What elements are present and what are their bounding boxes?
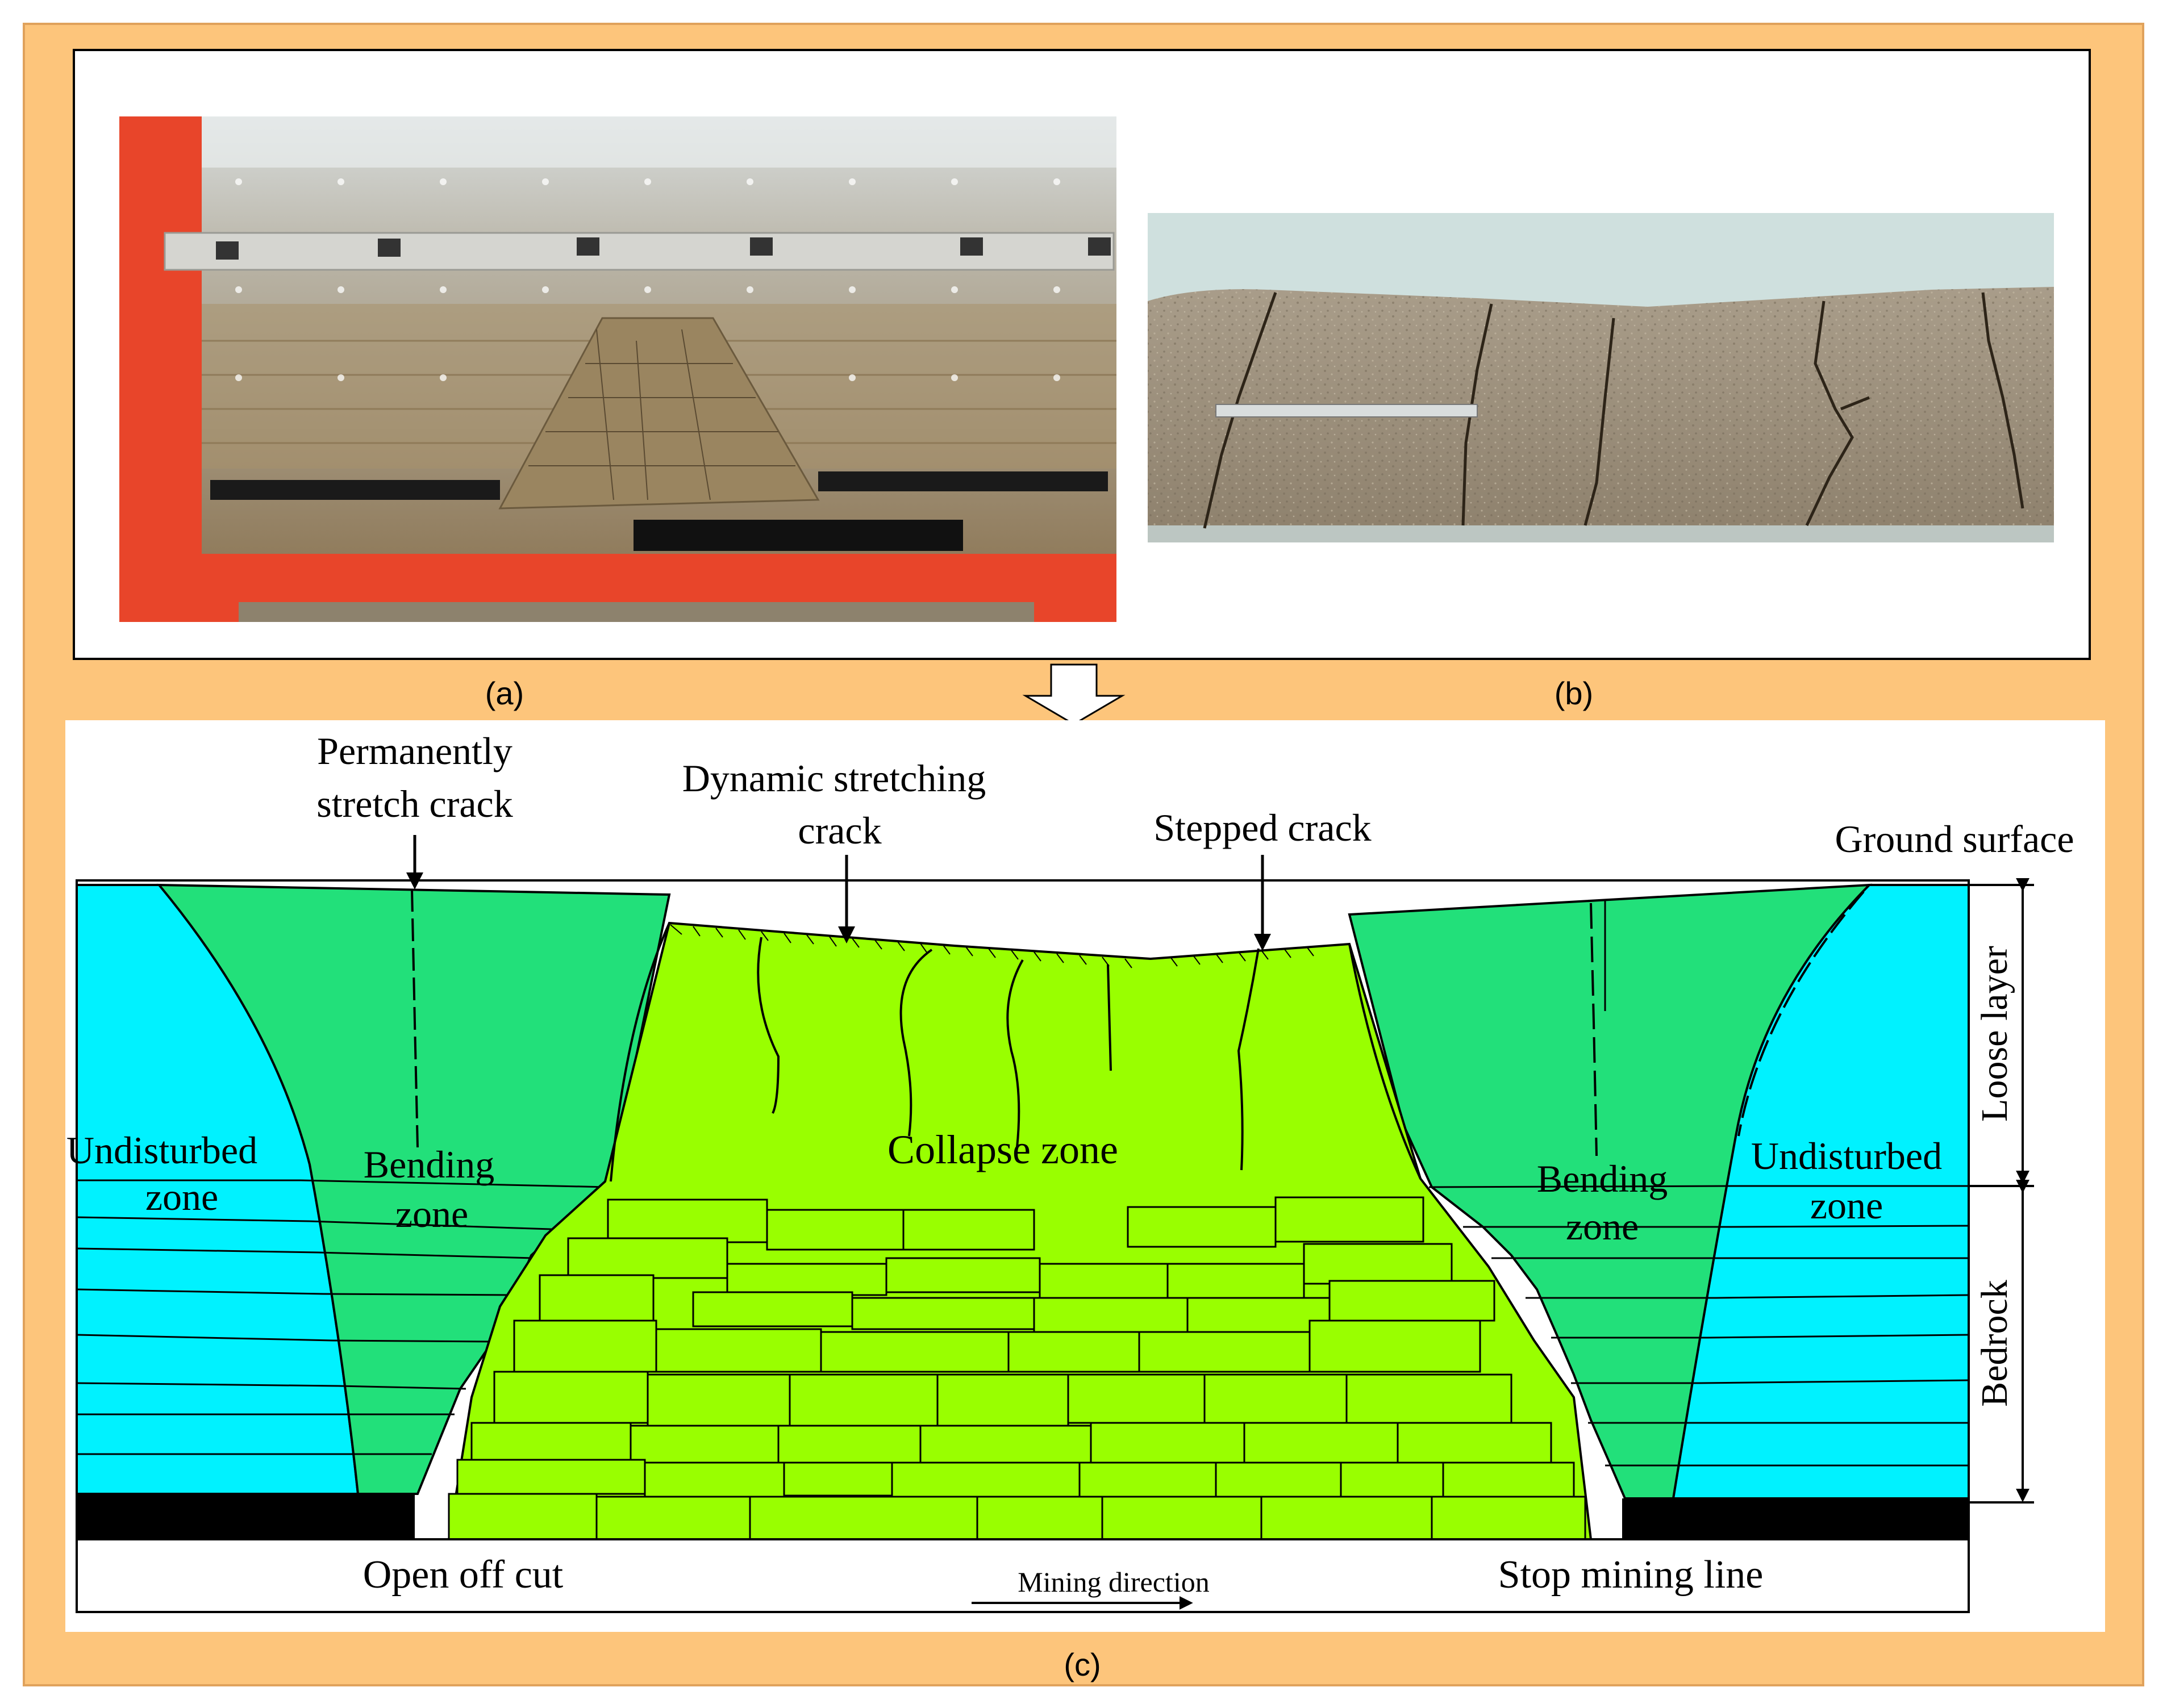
label-mining-direction: Mining direction	[1018, 1566, 1209, 1598]
caption-a: (a)	[485, 675, 524, 711]
photo-b	[1148, 213, 2054, 542]
collapse-zone	[447, 921, 1593, 1540]
label-bending-left-line1: Bending	[364, 1143, 494, 1186]
caption-c: (c)	[1064, 1647, 1101, 1682]
label-dynamic-crack-line1: Dynamic stretching	[682, 757, 986, 800]
label-ground-surface: Ground surface	[1835, 817, 2074, 861]
label-undisturbed-left-line2: zone	[145, 1175, 218, 1218]
down-arrow-icon	[1022, 663, 1126, 725]
label-bending-right-line2: zone	[1566, 1205, 1639, 1248]
label-stepped-crack: Stepped crack	[1153, 806, 1371, 849]
label-undisturbed-right-line1: Undisturbed	[1751, 1134, 1942, 1177]
photo-a	[119, 116, 1116, 622]
label-stop-mining-line: Stop mining line	[1498, 1553, 1764, 1597]
label-permanent-crack-line1: Permanently	[317, 729, 512, 772]
bending-zone-left	[156, 883, 671, 1495]
caption-b: (b)	[1555, 675, 1593, 711]
coal-seam-right	[1622, 1498, 1969, 1539]
coal-seam-left	[77, 1494, 415, 1539]
label-bedrock: Bedrock	[1974, 1280, 2015, 1407]
label-bending-left-line2: zone	[395, 1192, 468, 1235]
label-dynamic-crack-line2: crack	[798, 809, 881, 852]
label-loose-layer: Loose layer	[1974, 946, 2015, 1122]
label-open-off-cut: Open off cut	[363, 1553, 564, 1597]
label-undisturbed-left-line1: Undisturbed	[66, 1129, 257, 1172]
label-collapse-zone: Collapse zone	[887, 1127, 1118, 1172]
label-undisturbed-right-line2: zone	[1810, 1184, 1883, 1227]
depth-bracket	[1969, 878, 2034, 1504]
label-permanent-crack-line2: stretch crack	[316, 782, 512, 825]
label-bending-right-line1: Bending	[1537, 1157, 1668, 1200]
